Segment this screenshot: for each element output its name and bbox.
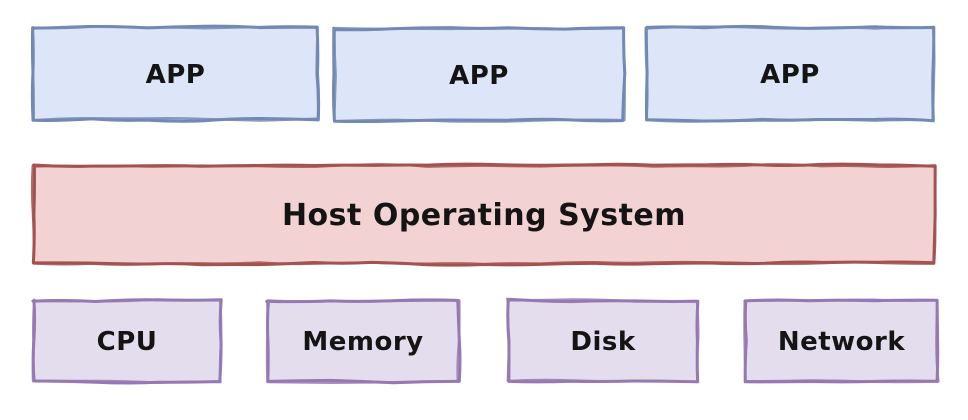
cpu-label: CPU [96, 327, 158, 357]
app-box-3: APP [643, 24, 937, 124]
app-box-3-sketch-border [644, 24, 936, 123]
disk-box: Disk [505, 297, 701, 385]
app-label: APP [760, 60, 820, 90]
host-os-box: Host Operating System [30, 162, 938, 267]
network-label: Network [777, 327, 906, 357]
app-label: APP [449, 60, 509, 91]
network-box: Network [742, 297, 941, 385]
memory-box: Memory [264, 297, 462, 385]
memory-box-sketch-border [265, 298, 462, 385]
app-box-1-sketch-border [30, 24, 321, 123]
memory-label: Memory [302, 327, 424, 357]
network-box-sketch-border [743, 298, 940, 384]
host-os-label: Host Operating System [281, 198, 687, 233]
disk-box-sketch-border [506, 297, 700, 384]
cpu-box-sketch-border [31, 298, 223, 385]
app-box-2-sketch-border [332, 26, 627, 123]
app-box-2: APP [331, 25, 627, 124]
app-box-1: APP [30, 24, 321, 123]
cpu-box: CPU [30, 297, 224, 385]
host-os-box-sketch-border [30, 162, 937, 267]
app-label: APP [145, 59, 206, 90]
disk-label: Disk [570, 327, 636, 357]
